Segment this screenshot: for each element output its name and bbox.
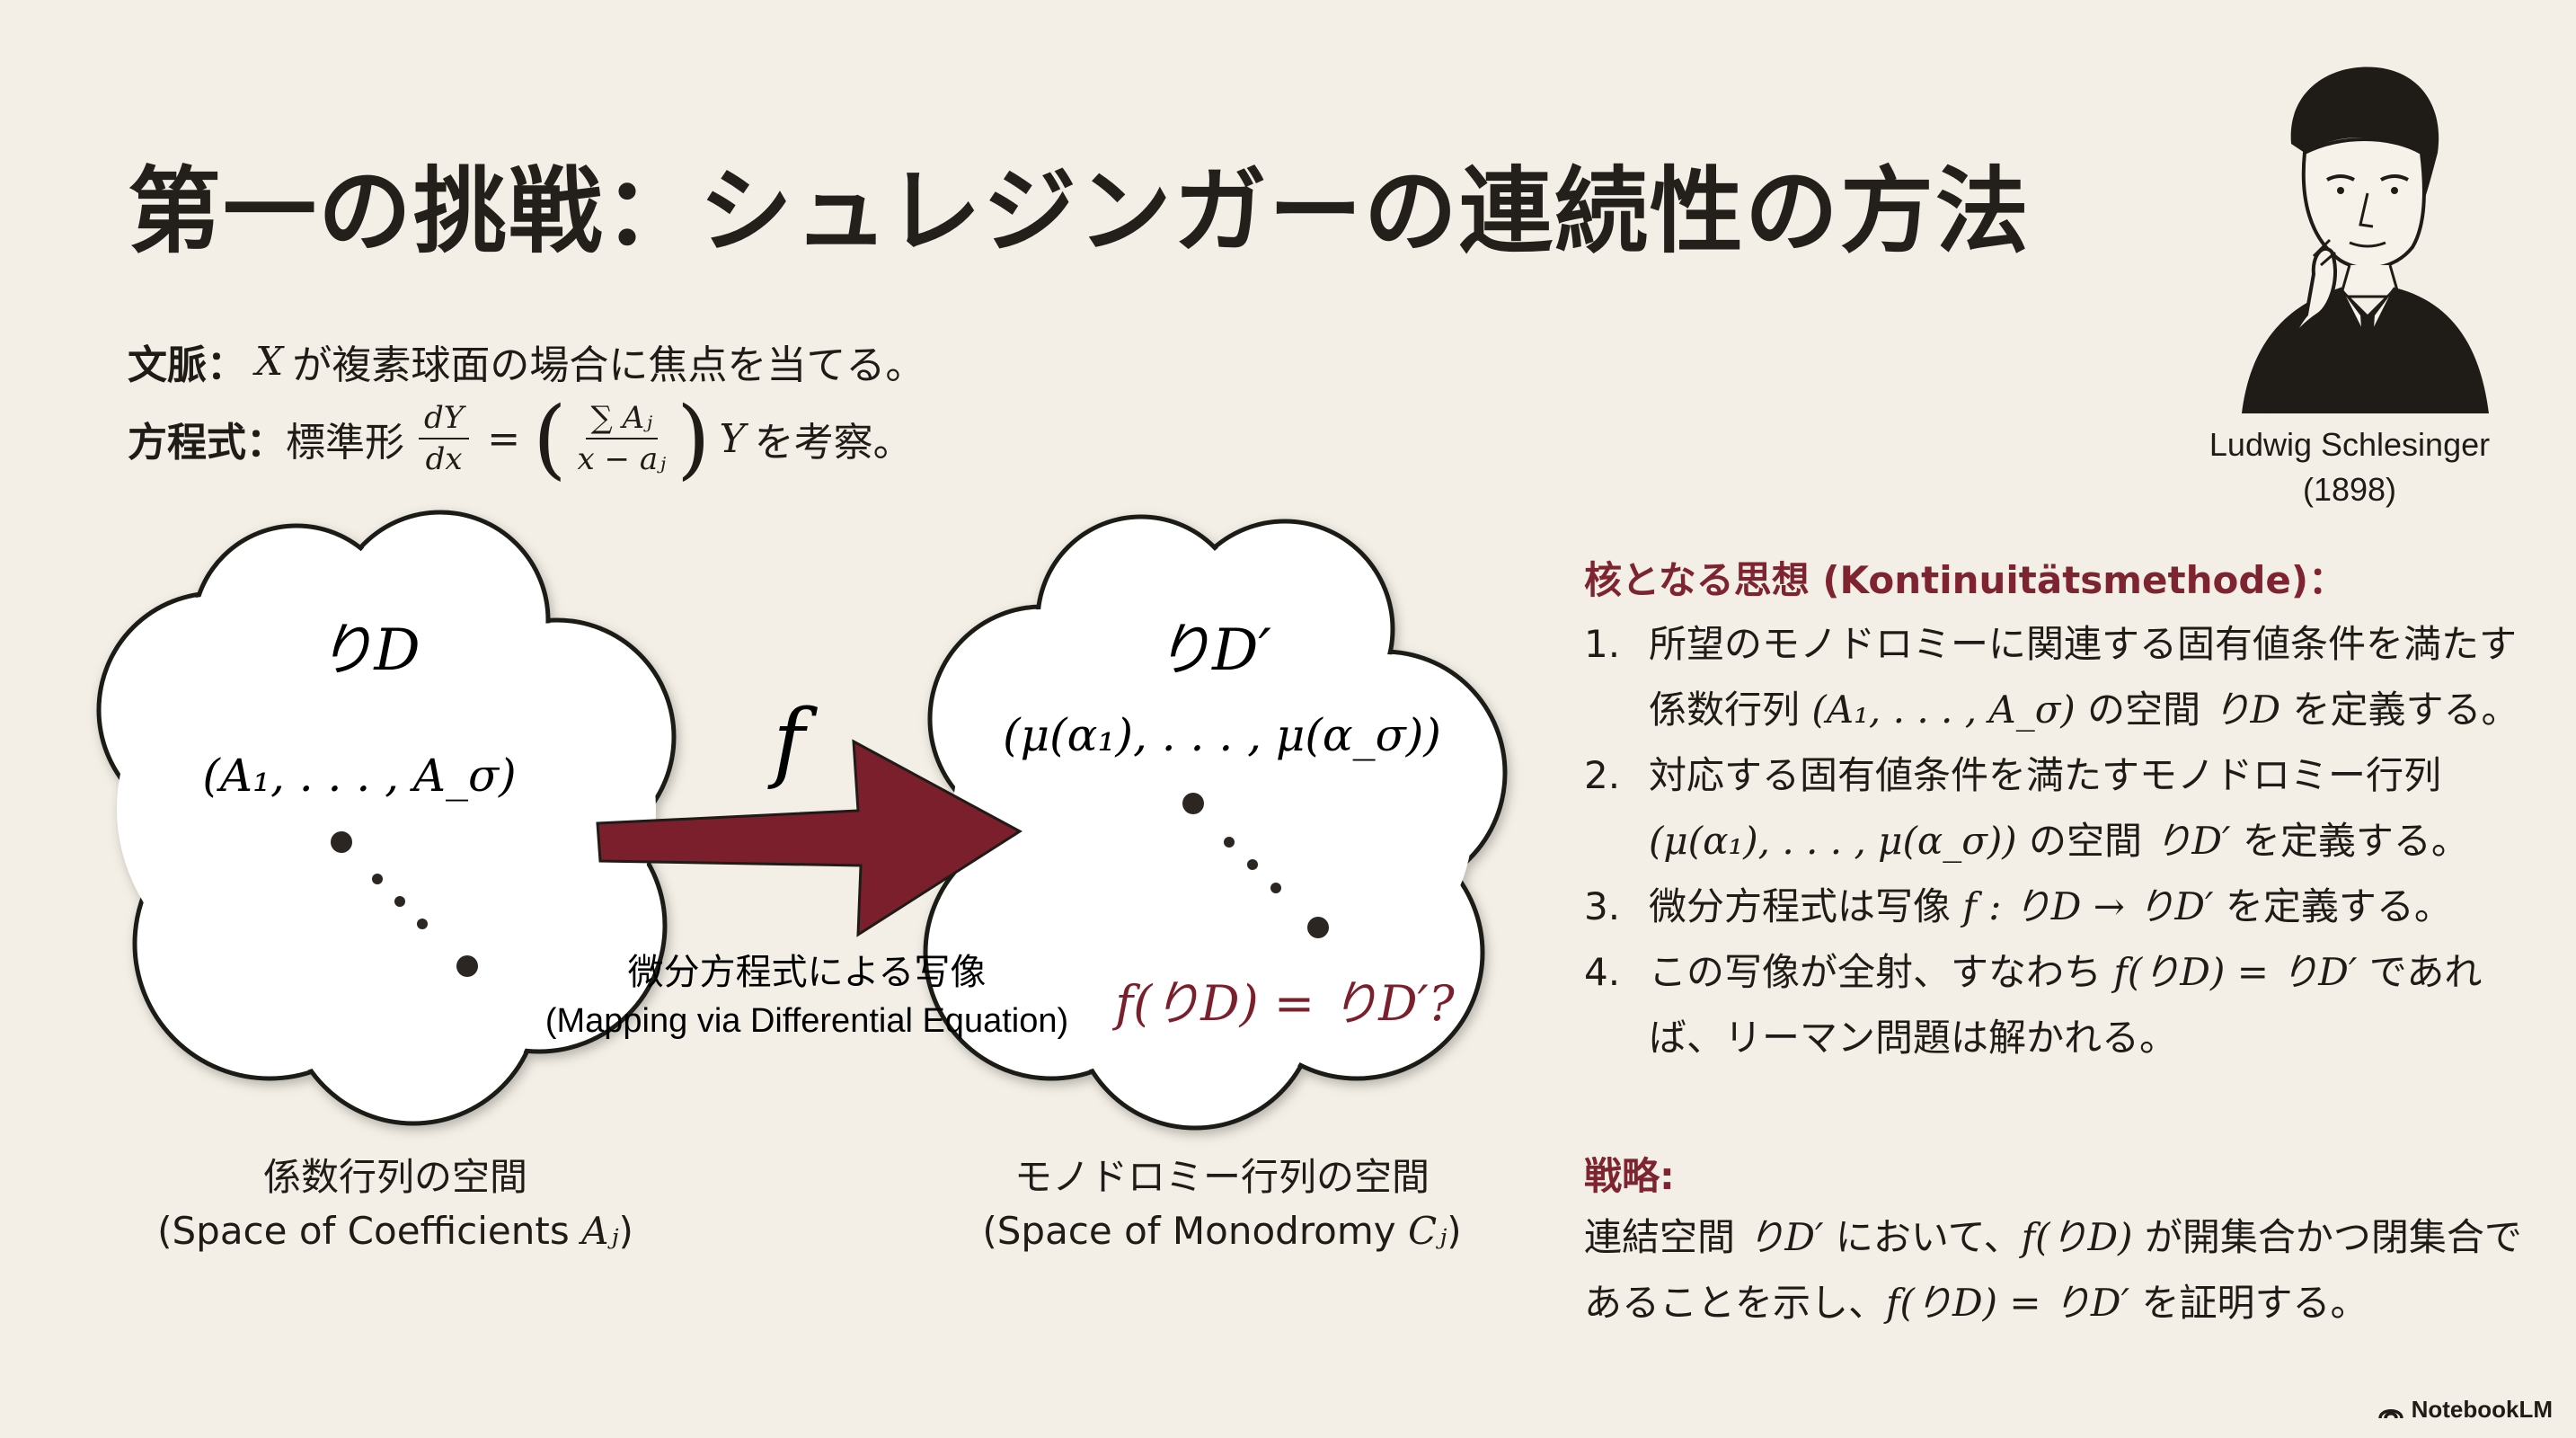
equation-label: 方程式： <box>128 420 286 466</box>
list-text: であれば、リーマン問題は解かれる。 <box>1649 950 2483 1060</box>
list-math: (μ(α₁), . . . , μ(α_σ)) <box>1649 819 2017 863</box>
lhs-fraction: dY dx <box>419 400 470 477</box>
list-item: 3. 微分方程式は写像 f : りD → りD′ を定義する。 <box>1584 874 2536 939</box>
right-caption: モノドロミー行列の空間 (Space of Monodromy Cⱼ) <box>925 1150 1518 1258</box>
list-math: りD <box>2212 688 2281 732</box>
notebooklm-logo-icon <box>2377 1408 2403 1418</box>
open-paren: ( <box>533 388 567 489</box>
lhs-numerator: dY <box>419 400 470 439</box>
list-text: 対応する固有値条件を満たすモノドロミー行列 <box>1649 753 2442 797</box>
right-cloud-tuple: (μ(α₁), . . . , μ(α_σ)) <box>1003 709 1441 761</box>
left-caption-en-text: (Space of Coefficients <box>157 1209 582 1253</box>
left-caption-jp: 係数行列の空間 <box>262 1155 527 1199</box>
list-math: f(りD) = りD′ <box>2113 950 2358 994</box>
list-number: 1. <box>1584 622 1621 666</box>
context-variable: X <box>255 338 284 385</box>
right-caption-close: ) <box>1447 1209 1462 1253</box>
left-caption-var: Aⱼ <box>581 1209 619 1253</box>
left-point-sequence <box>331 831 478 977</box>
portrait-caption: Ludwig Schlesinger (1898) <box>2156 422 2543 512</box>
equation-line: 方程式： 標準形 dY dx = ( ∑ Aⱼ x − aⱼ ) Y を考察。 <box>128 395 913 482</box>
context-label: 文脈： <box>128 342 246 388</box>
list-item: 4. この写像が全射、すなわち f(りD) = りD′ であれば、リーマン問題は解… <box>1584 939 2536 1070</box>
right-point-sequence <box>1182 793 1329 938</box>
map-symbol: f <box>767 691 818 792</box>
list-text: 微分方程式は写像 <box>1649 884 1963 928</box>
right-caption-en: (Space of Monodromy Cⱼ) <box>925 1204 1518 1258</box>
left-caption: 係数行列の空間 (Space of Coefficients Aⱼ) <box>108 1150 683 1258</box>
arrow-label-en: (Mapping via Differential Equation) <box>545 1002 1068 1040</box>
context-text: が複素球面の場合に焦点を当てる。 <box>292 342 925 388</box>
close-paren: ) <box>677 388 711 489</box>
left-caption-en: (Space of Coefficients Aⱼ) <box>108 1204 683 1258</box>
portrait-name: Ludwig Schlesinger <box>2209 426 2491 463</box>
rhs-fraction: ∑ Aⱼ x − aⱼ <box>572 400 672 477</box>
strategy-part: 連結空間 <box>1584 1215 1748 1259</box>
rhs-denominator: x − aⱼ <box>577 441 667 477</box>
portrait-year: (1898) <box>2302 471 2397 508</box>
mapping-arrow <box>596 739 1022 937</box>
strategy-heading: 戦略: <box>1584 1154 1675 1198</box>
lhs-denominator: dx <box>425 441 463 477</box>
list-number: 4. <box>1584 950 1621 994</box>
left-cloud-label: りD <box>316 617 420 684</box>
rhs-numerator: ∑ Aⱼ <box>585 400 659 439</box>
equation-prefix: 標準形 <box>286 420 404 466</box>
strategy-part: において、 <box>1823 1215 2022 1259</box>
list-text: を定義する。 <box>2280 688 2519 732</box>
list-number: 2. <box>1584 753 1621 797</box>
arrow-label-jp: 微分方程式による写像 <box>628 952 987 993</box>
list-text: の空間 <box>2075 688 2213 732</box>
list-text: 所望のモノドロミーに関連する固有値条件を満たす係数行列 <box>1649 622 2518 732</box>
list-math: りD′ <box>2154 819 2231 863</box>
strategy-part: が開集合かつ閉集合であることを示し、 <box>1584 1215 2522 1325</box>
strategy-text: 連結空間 りD′ において、f(りD) が開集合かつ閉集合であることを示し、f(… <box>1584 1204 2536 1336</box>
right-cloud-label: りD′ <box>1155 617 1271 684</box>
list-item: 1. 所望のモノドロミーに関連する固有値条件を満たす係数行列 (A₁, . . .… <box>1584 611 2536 742</box>
strategy-math: f(りD) = りD′ <box>1886 1281 2130 1325</box>
list-item: 2. 対応する固有値条件を満たすモノドロミー行列 (μ(α₁), . . . , … <box>1584 742 2536 874</box>
list-text: この写像が全射、すなわち <box>1649 950 2114 994</box>
surjectivity-question: f(りD) = りD′? <box>1111 975 1456 1032</box>
brand-name: NotebookLM <box>2411 1396 2553 1423</box>
right-caption-var: Cⱼ <box>1408 1209 1447 1253</box>
equation-suffix: を考察。 <box>754 420 913 466</box>
strategy-part: を証明する。 <box>2129 1281 2368 1325</box>
core-idea-heading: 核となる思想 (Kontinuitätsmethode)： <box>1584 558 2347 602</box>
list-text: の空間 <box>2016 819 2155 863</box>
strategy-math: りD′ <box>1747 1215 1824 1259</box>
left-caption-close: ) <box>618 1209 633 1253</box>
notebooklm-brand: NotebookLM <box>2377 1396 2553 1424</box>
equals-sign: = <box>487 415 521 462</box>
schlesinger-portrait <box>2242 67 2489 413</box>
list-math: (A₁, . . . , A_σ) <box>1811 688 2076 732</box>
list-text: を定義する。 <box>2230 819 2469 863</box>
core-idea-list: 1. 所望のモノドロミーに関連する固有値条件を満たす係数行列 (A₁, . . .… <box>1584 611 2536 1070</box>
list-number: 3. <box>1584 884 1621 928</box>
list-text: を定義する。 <box>2213 884 2452 928</box>
strategy-math: f(りD) <box>2021 1215 2133 1259</box>
right-cloud <box>923 514 1508 1131</box>
rhs-variable: Y <box>719 415 746 462</box>
right-caption-jp: モノドロミー行列の空間 <box>1014 1155 1430 1199</box>
left-cloud-tuple: (A₁, . . . , A_σ) <box>202 750 516 802</box>
list-math: f : りD → りD′ <box>1962 884 2214 928</box>
right-caption-en-text: (Space of Monodromy <box>982 1209 1408 1253</box>
page-title: 第一の挑戦：シュレジンガーの連続性の方法 <box>128 155 2031 266</box>
left-cloud <box>96 510 677 1126</box>
context-line: 文脈： X が複素球面の場合に焦点を当てる。 <box>128 333 925 390</box>
